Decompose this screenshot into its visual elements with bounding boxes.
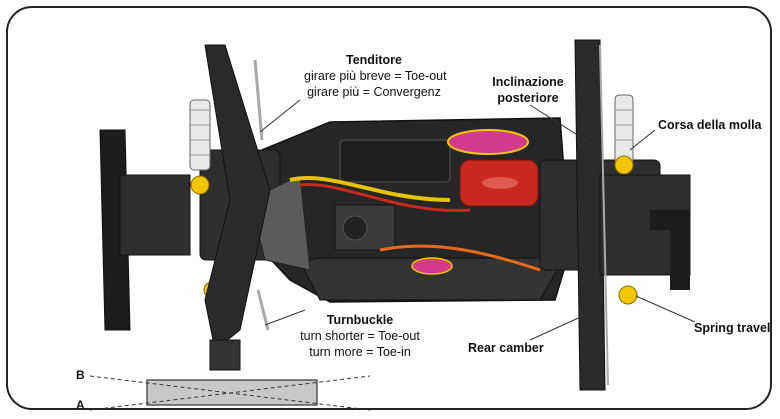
label-tenditore: Tenditore girare più breve = Toe-out gir… <box>304 52 447 100</box>
front-steering-arm <box>209 339 241 371</box>
rear-axle-rod <box>599 44 609 386</box>
leader-spring-travel <box>635 295 696 323</box>
rear-shock-collar <box>614 155 634 175</box>
label-turnbuckle-title: Turnbuckle <box>326 313 394 327</box>
toe-label-a: A <box>76 398 85 412</box>
wire-yellow <box>289 175 451 202</box>
motor-endbell <box>482 177 518 189</box>
wire-orange <box>379 244 541 272</box>
leader-tenditore <box>259 99 301 133</box>
leader-turnbuckle <box>264 309 306 326</box>
label-turnbuckle: Turnbuckle turn shorter = Toe-out turn m… <box>290 312 430 360</box>
toe-line-a <box>89 375 371 411</box>
rear-tire <box>574 39 606 391</box>
label-spring-travel: Spring travel <box>694 321 771 335</box>
label-turnbuckle-line1: turn shorter = Toe-out <box>300 329 420 343</box>
brand-decal-2 <box>411 257 453 275</box>
rear-bumper <box>650 210 690 290</box>
label-tenditore-title: Tenditore <box>345 53 403 67</box>
label-tenditore-line2: girare più = Convergenz <box>307 85 441 99</box>
esc-fan <box>342 215 368 241</box>
rear-shock-body <box>614 94 634 166</box>
leader-inclinazione <box>529 104 599 149</box>
label-tenditore-line1: girare più breve = Toe-out <box>304 69 447 83</box>
wire-red <box>299 183 471 212</box>
brand-decal <box>447 129 529 155</box>
toe-label-b: B <box>76 368 85 382</box>
receiver-box <box>339 139 451 183</box>
front-hub <box>119 174 191 256</box>
leader-corsa <box>629 129 656 151</box>
label-inclinazione-line2: posteriore <box>497 91 559 105</box>
front-turnbuckle-lower <box>256 289 270 331</box>
label-inclinazione-line1: Inclinazione <box>492 75 564 89</box>
label-turnbuckle-line2: turn more = Toe-in <box>309 345 411 359</box>
front-turnbuckle <box>253 59 264 141</box>
rear-lower-collar <box>618 285 638 305</box>
front-shock-collar <box>190 175 210 195</box>
front-shock-body <box>189 99 211 171</box>
leader-rear-camber <box>529 314 586 341</box>
label-corsa-della-molla: Corsa della molla <box>658 118 762 132</box>
label-inclinazione: Inclinazione posteriore <box>478 74 578 106</box>
label-rear-camber: Rear camber <box>468 341 544 355</box>
